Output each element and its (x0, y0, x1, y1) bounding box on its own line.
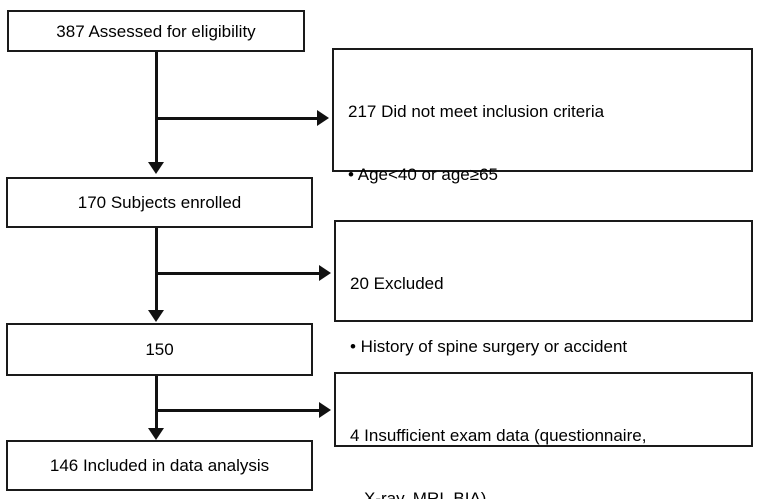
excluded-inclusion-heading: 217 Did not meet inclusion criteria (348, 102, 605, 121)
node-remaining-label: 150 (145, 340, 174, 359)
excluded-history-item-1: • History of spine surgery or accident (350, 337, 628, 356)
excluded-insufficient-heading: 4 Insufficient exam data (questionnaire, (350, 426, 647, 445)
connector-assessed-to-enrolled (155, 52, 158, 162)
excluded-insufficient-text: 4 Insufficient exam data (questionnaire,… (350, 383, 751, 499)
node-assessed-label: 387 Assessed for eligibility (56, 21, 256, 41)
arrowhead-inclusion (317, 110, 329, 126)
node-excluded-inclusion-criteria: 217 Did not meet inclusion criteria • Ag… (332, 48, 753, 310)
node-excluded-history: 20 Excluded • History of spine surgery o… (334, 220, 753, 419)
arrowhead-excluded (319, 265, 331, 281)
connector-enrolled-to-remaining (155, 228, 158, 310)
node-assessed-for-eligibility: 387 Assessed for eligibility (7, 10, 305, 52)
node-excluded-insufficient-data: 4 Insufficient exam data (questionnaire,… (334, 372, 753, 499)
node-included-in-analysis: 146 Included in data analysis (6, 440, 313, 491)
node-enrolled-label: 170 Subjects enrolled (77, 193, 242, 212)
excluded-history-heading: 20 Excluded (350, 274, 444, 293)
node-remaining-count: 150 (6, 323, 313, 376)
node-subjects-enrolled: 170 Subjects enrolled (6, 177, 313, 228)
arrowhead-analyzed (148, 428, 164, 440)
arrowhead-insufficient (319, 402, 331, 418)
arrowhead-enrolled (148, 162, 164, 174)
node-analyzed-label: 146 Included in data analysis (49, 456, 270, 475)
connector-branch-excluded (155, 272, 319, 275)
excluded-insufficient-item-1: X-ray, MRI, BIA) (364, 489, 487, 499)
connector-remaining-to-analyzed (155, 376, 158, 428)
connector-branch-inclusion (155, 117, 317, 120)
excluded-inclusion-item-1: • Age<40 or age≥65 (348, 165, 498, 184)
arrowhead-remaining (148, 310, 164, 322)
connector-branch-insufficient (155, 409, 319, 412)
